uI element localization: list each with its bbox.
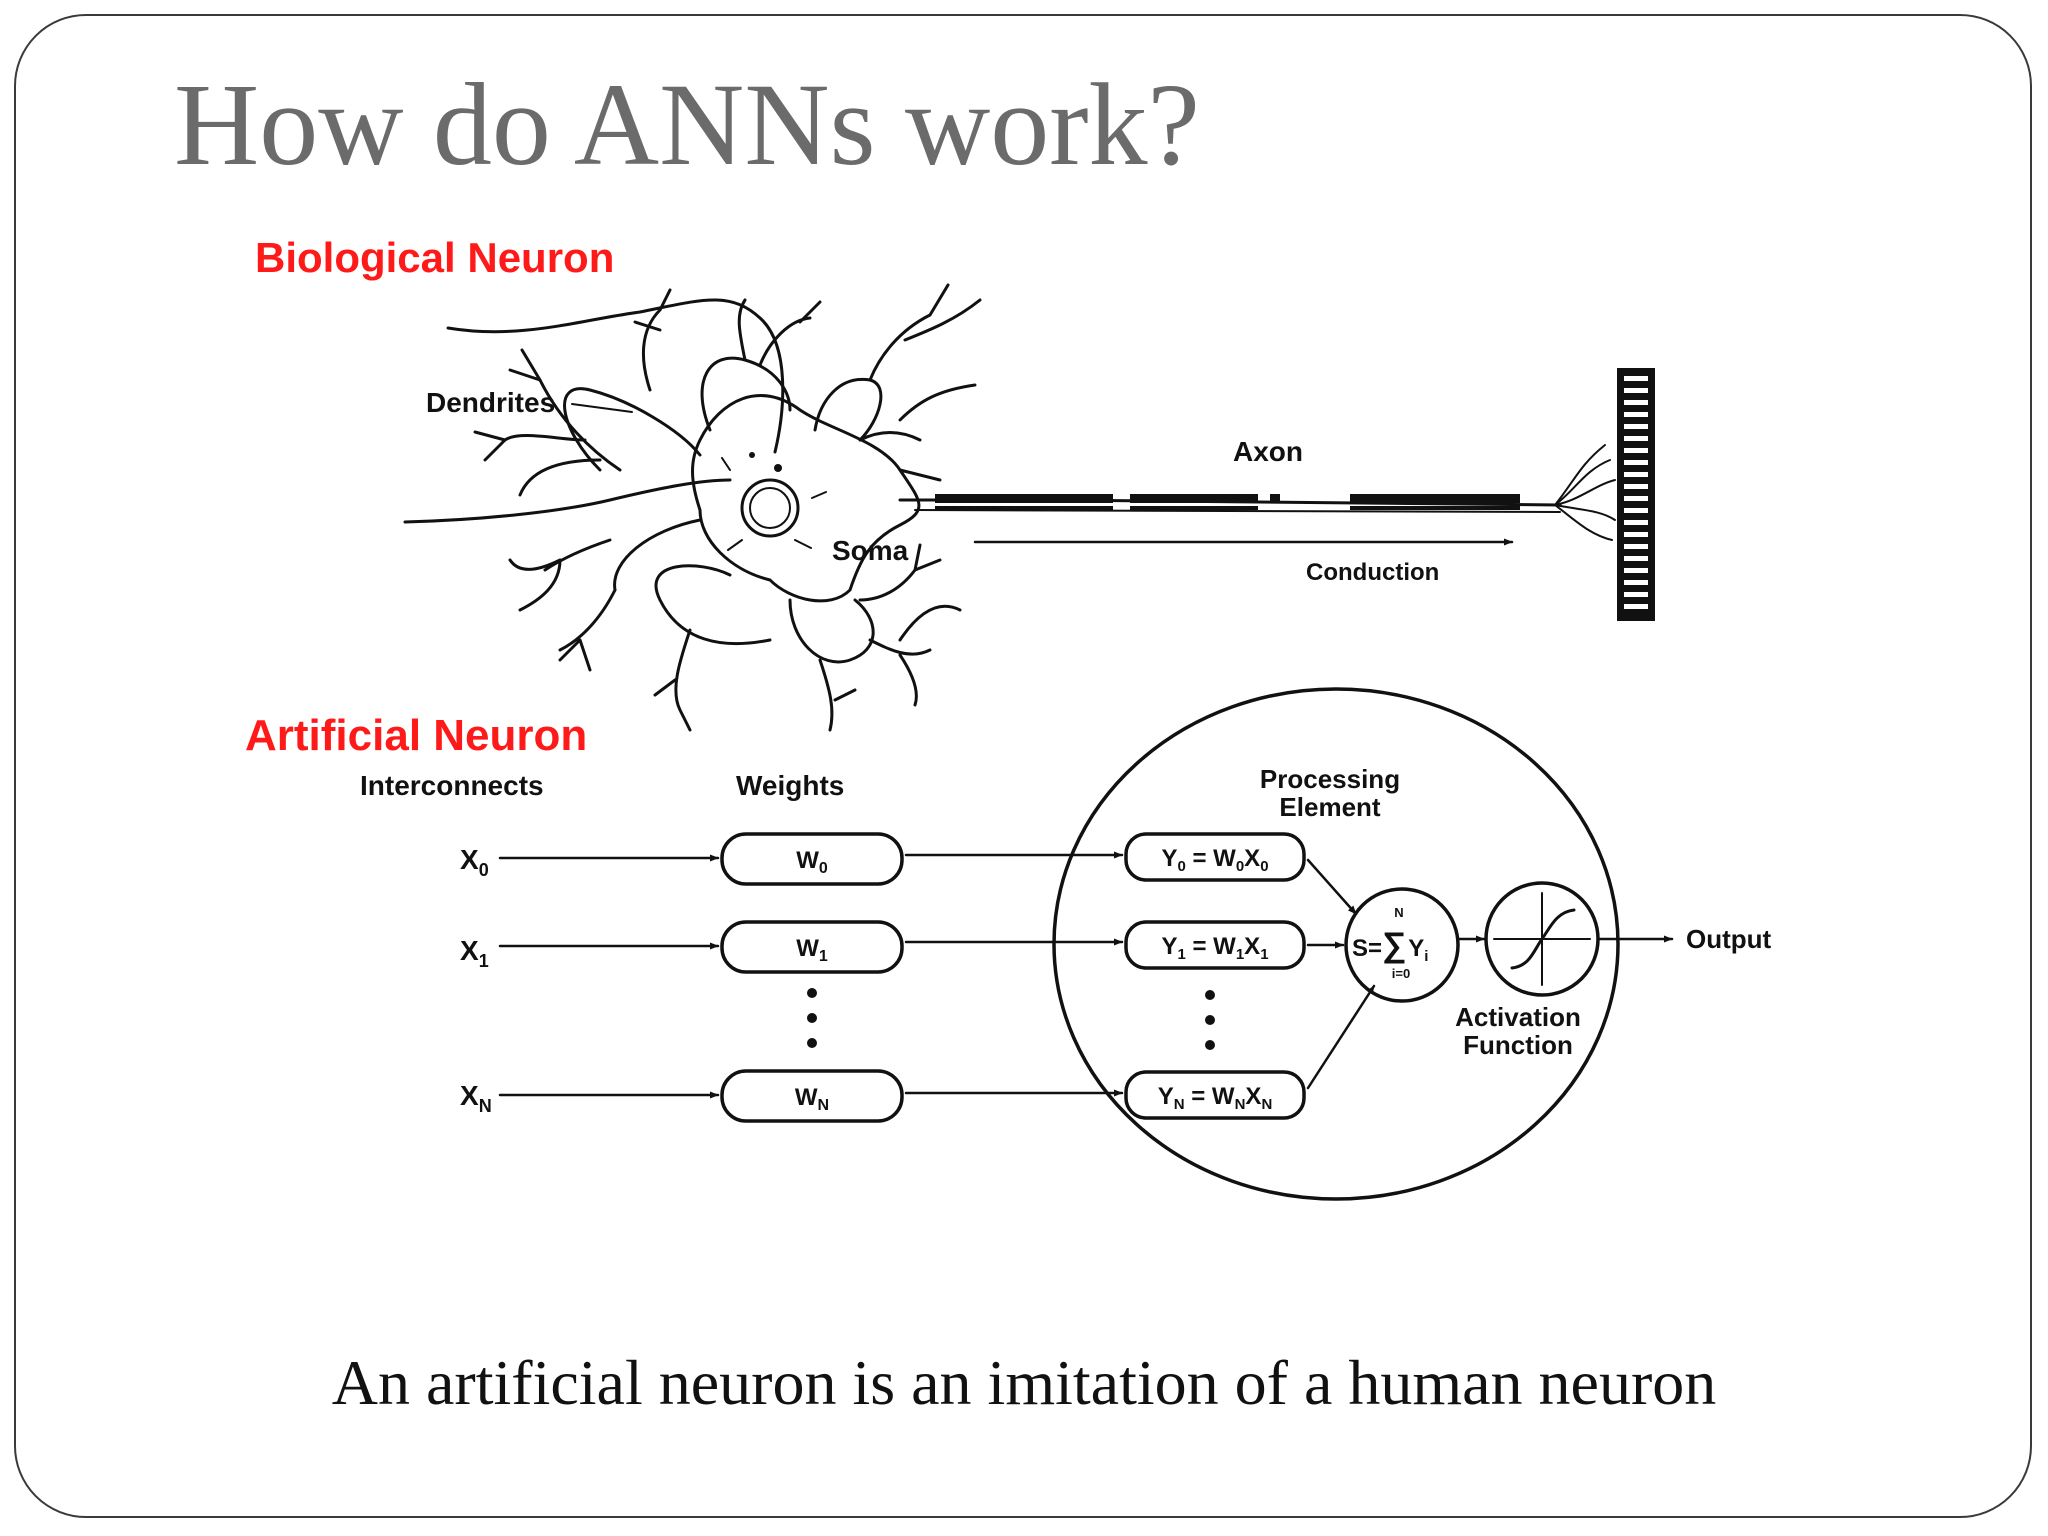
soma-label: Soma [832, 535, 909, 566]
weight-box-n [720, 1069, 904, 1123]
summation-node [1344, 887, 1460, 1003]
summation-top-index: N [1394, 905, 1403, 920]
slide-title: How do ANNs work? [174, 59, 1200, 190]
processing-element-boundary [1052, 687, 1620, 1201]
input-row-0: X0 W0 Y0 = W0X0 [460, 832, 1306, 886]
input-x1: X1 [460, 935, 489, 971]
summation-formula: S=∑Yi [1352, 926, 1428, 965]
activation-label-line1: Activation [1455, 1002, 1581, 1032]
product-box-n [1124, 1070, 1306, 1120]
product-y0: Y0 = W0X0 [1161, 845, 1268, 875]
input-x0: X0 [460, 844, 489, 880]
ellipsis-dots [807, 988, 1215, 1050]
artificial-neuron-heading: Artificial Neuron [245, 711, 587, 760]
dendrites-label: Dendrites [426, 387, 555, 418]
processing-label-line1: Processing [1260, 764, 1400, 794]
conduction-label: Conduction [1306, 559, 1439, 586]
interconnects-label: Interconnects [360, 770, 544, 801]
weight-box-1 [720, 920, 904, 974]
product-yn: YN = WNXN [1158, 1083, 1273, 1113]
biological-neuron-drawing [403, 283, 1655, 732]
product-y1: Y1 = W1X1 [1161, 933, 1268, 963]
weight-wn: WN [795, 1084, 829, 1114]
summation-bottom-index: i=0 [1392, 966, 1410, 981]
weight-box-0 [720, 832, 904, 886]
product-box-0 [1124, 832, 1306, 882]
sigmoid-curve-icon [1493, 892, 1591, 986]
slide-caption: An artificial neuron is an imitation of … [331, 1347, 1717, 1418]
product-box-1 [1124, 920, 1306, 970]
slide-frame [14, 14, 2032, 1518]
output-label: Output [1686, 924, 1772, 954]
activation-label-line2: Function [1463, 1030, 1573, 1060]
weight-w1: W1 [796, 935, 828, 965]
axon-label: Axon [1233, 436, 1303, 467]
input-xn: XN [460, 1080, 492, 1116]
weight-w0: W0 [796, 847, 828, 877]
input-row-n: XN WN YN = WNXN [460, 1069, 1306, 1123]
input-row-1: X1 W1 Y1 = W1X1 [460, 920, 1306, 974]
processing-label-line2: Element [1279, 792, 1380, 822]
weights-label: Weights [736, 770, 844, 801]
biological-neuron-heading: Biological Neuron [255, 234, 614, 281]
